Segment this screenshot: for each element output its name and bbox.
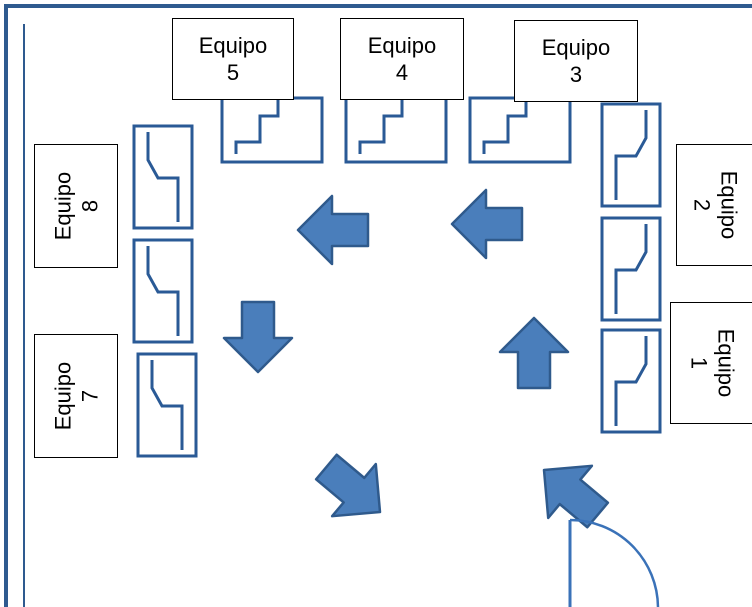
- workstation-desk-icon: [600, 328, 662, 434]
- workstation-desk-icon: [468, 96, 572, 164]
- team-5-box: Equipo 5: [172, 18, 294, 100]
- door-swing-icon: [568, 518, 660, 607]
- room-wall: [4, 4, 752, 607]
- team-2-label: Equipo 2: [688, 171, 742, 240]
- workstation-desk-icon: [132, 238, 194, 344]
- team-8-label: Equipo 8: [49, 172, 103, 241]
- team-8-word: Equipo: [49, 171, 75, 241]
- team-1-label: Equipo 1: [685, 329, 739, 398]
- team-2-number: 2: [688, 198, 714, 212]
- team-3-number: 3: [569, 62, 583, 87]
- flow-arrow-icon: [303, 439, 404, 540]
- team-5-label: Equipo 5: [199, 32, 268, 86]
- team-1-number: 1: [685, 356, 711, 370]
- flow-arrow-icon: [296, 194, 370, 266]
- workstation-desk-icon: [600, 102, 662, 208]
- team-4-label: Equipo 4: [368, 32, 437, 86]
- team-1-word: Equipo: [712, 328, 738, 398]
- team-7-number: 7: [76, 389, 102, 403]
- team-2-word: Equipo: [715, 170, 741, 240]
- workstation-desk-icon: [344, 96, 448, 164]
- team-8-box: Equipo 8: [34, 144, 118, 268]
- workstation-desk-icon: [132, 124, 194, 230]
- team-8-number: 8: [76, 199, 102, 213]
- team-4-box: Equipo 4: [340, 18, 464, 100]
- team-4-word: Equipo: [367, 33, 437, 58]
- team-7-word: Equipo: [49, 361, 75, 431]
- team-4-number: 4: [395, 60, 409, 85]
- team-3-label: Equipo 3: [542, 34, 611, 88]
- workstation-desk-icon: [220, 96, 324, 164]
- flow-arrow-icon: [222, 300, 294, 374]
- team-7-label: Equipo 7: [49, 362, 103, 431]
- team-3-word: Equipo: [541, 35, 611, 60]
- team-3-box: Equipo 3: [514, 20, 638, 102]
- team-5-word: Equipo: [198, 33, 268, 58]
- flow-arrow-icon: [450, 188, 524, 260]
- workstation-desk-icon: [136, 352, 198, 458]
- team-2-box: Equipo 2: [676, 144, 752, 266]
- workstation-desk-icon: [600, 216, 662, 322]
- team-1-box: Equipo 1: [670, 302, 752, 424]
- team-7-box: Equipo 7: [34, 334, 118, 458]
- team-5-number: 5: [226, 60, 240, 85]
- flow-arrow-icon: [498, 316, 570, 390]
